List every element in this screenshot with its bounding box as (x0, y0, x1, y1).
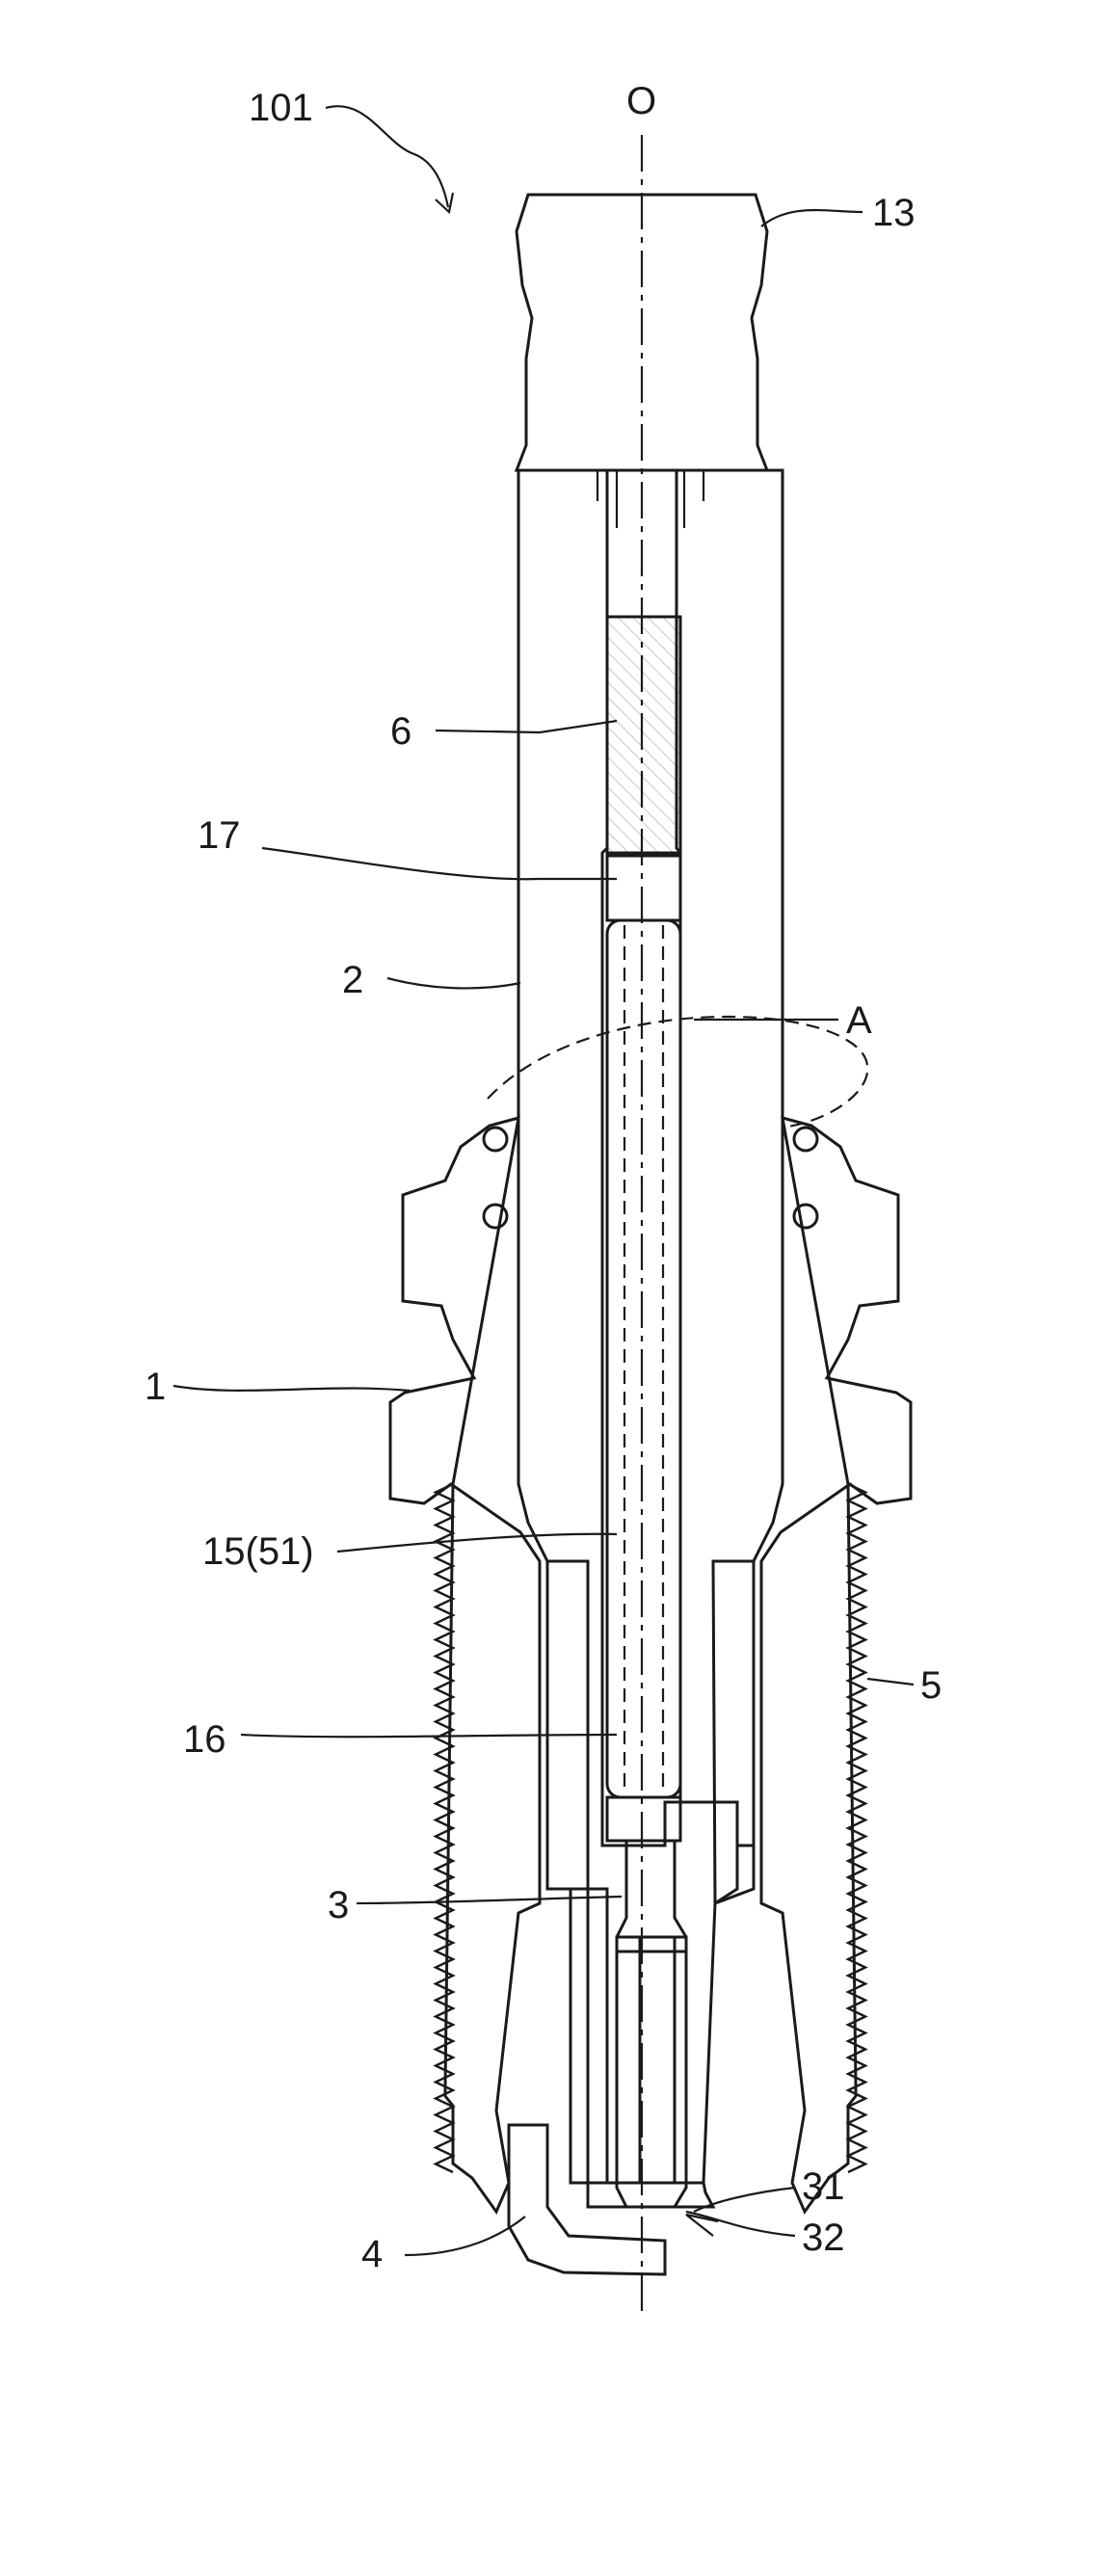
packing-ring (484, 1205, 507, 1228)
detail-a-outline (488, 1017, 867, 1128)
resistor (607, 920, 680, 1797)
leader-lines (173, 106, 914, 2255)
label-axis-o: O (626, 80, 656, 122)
label-a: A (846, 999, 872, 1042)
label-31: 31 (802, 2165, 845, 2208)
packing-ring (484, 1128, 507, 1151)
label-6: 6 (390, 710, 411, 753)
label-1: 1 (145, 1366, 166, 1408)
electrode-base (588, 2183, 713, 2207)
label-16: 16 (183, 1718, 226, 1761)
label-101: 101 (249, 87, 313, 129)
label-15-51: 15(51) (202, 1530, 314, 1573)
label-5: 5 (920, 1664, 942, 1707)
label-4: 4 (361, 2233, 383, 2275)
label-13: 13 (872, 192, 916, 234)
packing-ring (794, 1128, 817, 1151)
label-17: 17 (198, 814, 241, 857)
label-2: 2 (342, 959, 363, 1001)
insulator-right (677, 470, 783, 1846)
label-3: 3 (328, 1884, 349, 1926)
terminal-stem-lines (597, 470, 704, 528)
resistor-dashes (624, 925, 663, 1793)
shell-inner-left (547, 1561, 588, 1889)
glass-seal-upper (607, 853, 680, 920)
label-32: 32 (802, 2217, 845, 2259)
packing-ring (794, 1205, 817, 1228)
glass-seal-lower (607, 1797, 680, 1841)
shell-inner-right (713, 1561, 754, 1903)
